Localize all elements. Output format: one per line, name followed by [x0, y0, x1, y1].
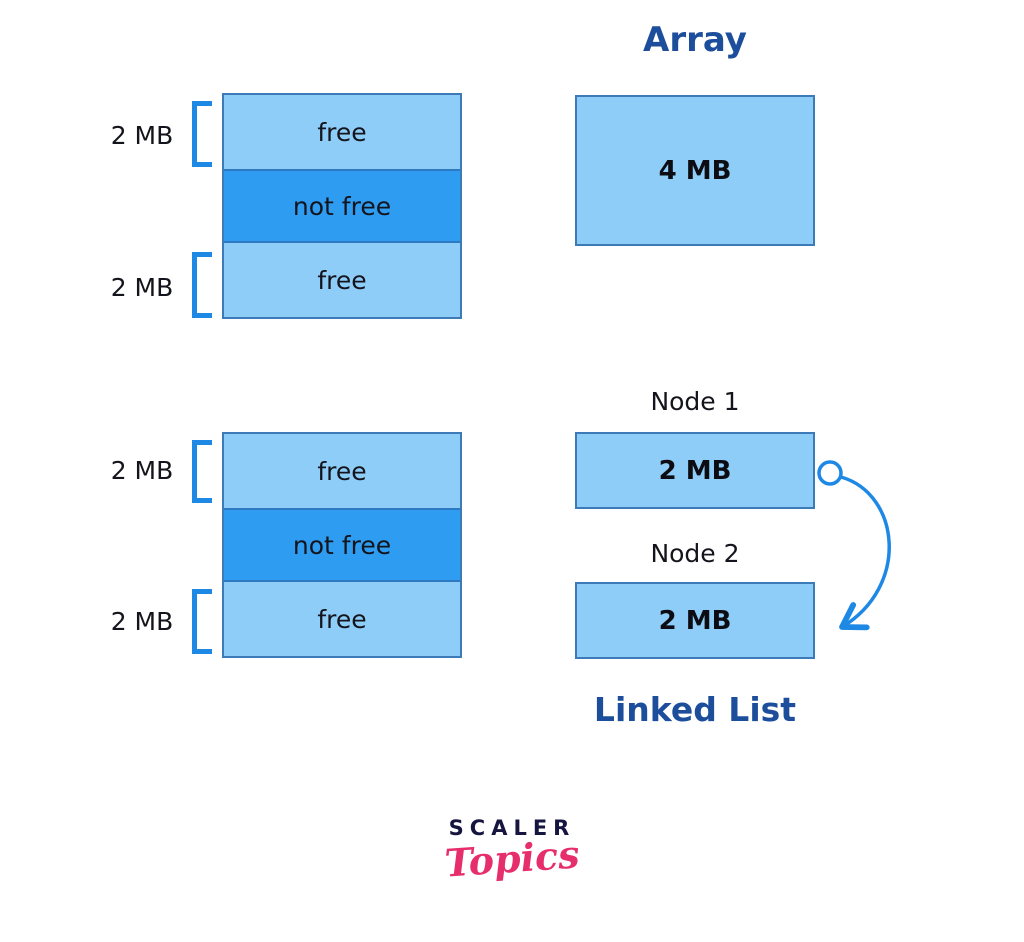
- memory-section-label: free: [317, 117, 367, 147]
- node2-label: Node 2: [650, 539, 740, 568]
- scaler-topics-logo: SCALER Topics: [412, 816, 612, 886]
- size-label: 2 MB: [110, 607, 174, 636]
- size-label: 2 MB: [110, 456, 174, 485]
- size-bracket: [192, 440, 212, 503]
- memory-section-not-free: not free: [224, 508, 460, 582]
- memory-stack-top: free not free free: [222, 93, 462, 319]
- array-title: Array: [643, 20, 747, 60]
- node2-memory-block: 2 MB: [575, 582, 815, 659]
- memory-section-not-free: not free: [224, 169, 460, 243]
- memory-section-label: free: [317, 456, 367, 486]
- pointer-origin-circle: [817, 460, 843, 486]
- size-bracket: [192, 252, 212, 318]
- memory-stack-bottom: free not free free: [222, 432, 462, 658]
- memory-section-free: free: [224, 434, 460, 508]
- node2-size-label: 2 MB: [658, 605, 732, 636]
- node1-size-label: 2 MB: [658, 455, 732, 486]
- array-block-label: 4 MB: [658, 155, 732, 186]
- size-label: 2 MB: [110, 273, 174, 302]
- memory-section-label: not free: [292, 191, 392, 221]
- node1-label: Node 1: [650, 387, 740, 416]
- memory-section-label: free: [317, 265, 367, 295]
- memory-section-free: free: [224, 95, 460, 169]
- memory-section-free: free: [224, 243, 460, 317]
- pointer-arrow: [817, 460, 891, 658]
- size-bracket: [192, 589, 212, 654]
- memory-section-label: not free: [292, 530, 392, 560]
- array-memory-block: 4 MB: [575, 95, 815, 246]
- memory-section-free: free: [224, 582, 460, 656]
- logo-brand-text: SCALER: [448, 816, 576, 840]
- linked-list-title: Linked List: [593, 690, 797, 729]
- size-label: 2 MB: [110, 121, 174, 150]
- memory-section-label: free: [317, 604, 367, 634]
- node1-memory-block: 2 MB: [575, 432, 815, 509]
- pointer-curve: [841, 475, 891, 627]
- size-bracket: [192, 101, 212, 167]
